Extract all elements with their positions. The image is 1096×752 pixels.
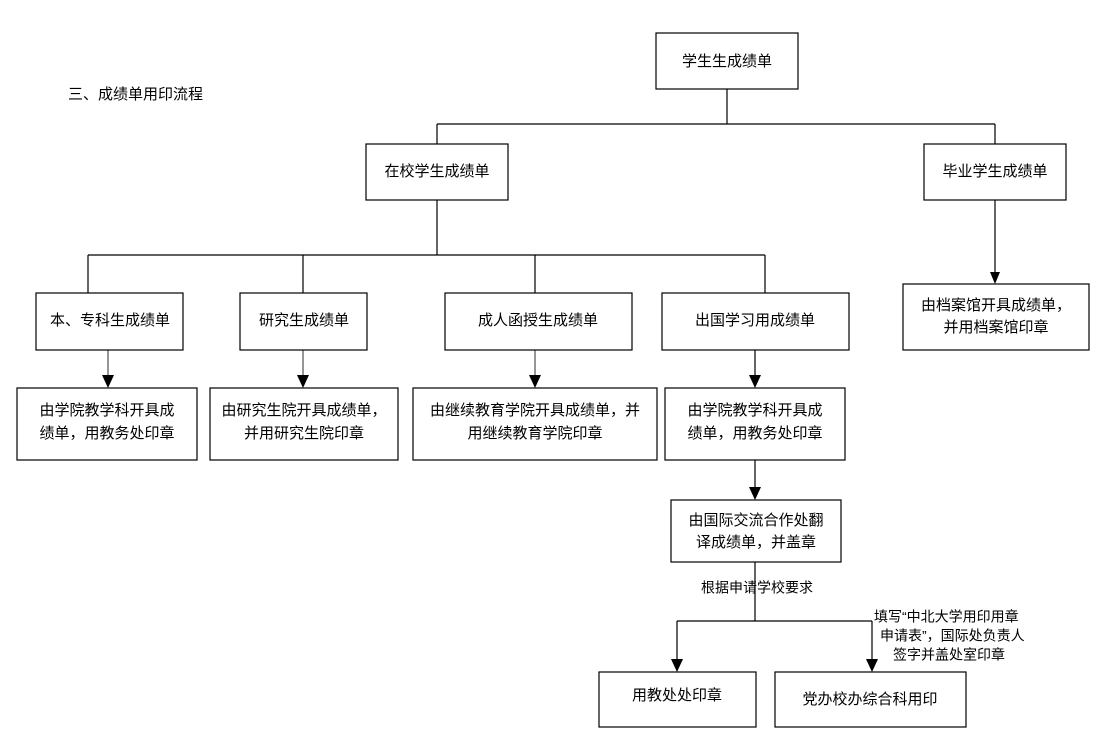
arrowhead-bus-to-jwc-seal: [671, 659, 683, 672]
node-archive-issue-transcript-line-0: 由档案馆开具成绩单，: [921, 296, 1071, 314]
arrowhead-bus-to-dangban: [866, 659, 878, 672]
node-student-transcript[interactable]: 学生生成绩单: [655, 32, 799, 90]
node-undergrad-transcript-box[interactable]: [35, 292, 184, 351]
node-archive-issue-transcript-line-1: 并用档案馆印章: [943, 318, 1048, 336]
node-overseas-study-transcript-label: 出国学习用成绩单: [695, 312, 815, 329]
node-adult-correspondence-transcript-box[interactable]: [444, 292, 633, 351]
arrowhead-cheng-to-act: [529, 375, 541, 388]
node-grad-school-issue-seal-box[interactable]: [209, 387, 399, 461]
node-continuing-edu-issue-seal-box[interactable]: [412, 387, 658, 461]
node-graduated-student-transcript[interactable]: 毕业学生成绩单: [923, 143, 1067, 201]
node-party-office-seal[interactable]: 党办校办综合科用印: [774, 671, 967, 728]
node-party-office-seal-box[interactable]: [774, 671, 967, 728]
node-undergrad-transcript[interactable]: 本、专科生成绩单: [35, 292, 184, 351]
arrowhead-ben-to-act: [102, 375, 114, 388]
node-academic-affairs-seal-label: 用教处处印章: [632, 686, 722, 704]
node-adult-correspondence-transcript-label: 成人函授生成绩单: [478, 312, 598, 329]
node-student-transcript-box[interactable]: [655, 32, 799, 90]
node-continuing-edu-issue-seal-line-0: 由继续教育学院开具成绩单，并: [430, 401, 640, 419]
arrowhead-act-to-intl: [749, 487, 761, 500]
node-overseas-study-transcript-box[interactable]: [661, 292, 850, 351]
node-graduated-student-transcript-box[interactable]: [923, 143, 1067, 201]
node-grad-school-issue-seal[interactable]: 由研究生院开具成绩单， 并用研究生院印章: [209, 387, 399, 461]
edge-label-apply-form-line-0: 填写“中北大学用印用章: [874, 609, 1019, 625]
node-college-issue-seal-undergrad-line-0: 由学院教学科开具成: [39, 401, 174, 419]
node-college-issue-seal-overseas-line-0: 由学院教学科开具成: [687, 401, 822, 419]
node-enrolled-student-transcript[interactable]: 在校学生成绩单: [365, 143, 509, 201]
node-postgrad-transcript-label: 研究生成绩单: [259, 312, 349, 329]
node-college-issue-seal-overseas-box[interactable]: [664, 387, 846, 461]
node-grad-school-issue-seal-line-1: 并用研究生院印章: [244, 424, 364, 442]
node-college-issue-seal-undergrad-box[interactable]: [16, 387, 198, 461]
node-enrolled-student-transcript-label: 在校学生成绩单: [384, 163, 489, 180]
arrowhead-yan-to-act: [297, 375, 309, 388]
node-overseas-study-transcript[interactable]: 出国学习用成绩单: [661, 292, 850, 351]
section-title: 三、成绩单用印流程: [68, 86, 203, 103]
node-college-issue-seal-overseas[interactable]: 由学院教学科开具成 绩单，用教务处印章: [664, 387, 846, 461]
node-college-issue-seal-overseas-line-1: 绩单，用教务处印章: [687, 424, 822, 442]
node-postgrad-transcript[interactable]: 研究生成绩单: [239, 292, 368, 351]
node-academic-affairs-seal-box[interactable]: [598, 671, 757, 728]
node-academic-affairs-seal[interactable]: 用教处处印章: [598, 671, 757, 728]
node-archive-issue-transcript-box[interactable]: [902, 283, 1090, 351]
edge-label-school-requirement-line-0: 根据申请学校要求: [701, 580, 813, 596]
edge-label-apply-form-line-2: 签字并盖处室印章: [893, 647, 1005, 663]
edge-label-school-requirement: 根据申请学校要求: [701, 580, 813, 596]
node-continuing-edu-issue-seal-line-1: 用继续教育学院印章: [467, 424, 602, 442]
node-intl-office-translate-seal-line-0: 由国际交流合作处翻: [688, 511, 823, 529]
edge-label-apply-form-line-1: 申请表”，国际处负责人: [880, 628, 1025, 644]
node-college-issue-seal-undergrad-line-1: 绩单，用教务处印章: [39, 424, 174, 442]
edge-label-apply-form: 填写“中北大学用印用章 申请表”，国际处负责人 签字并盖处室印章: [874, 609, 1025, 663]
node-adult-correspondence-transcript[interactable]: 成人函授生成绩单: [444, 292, 633, 351]
node-undergrad-transcript-label: 本、专科生成绩单: [50, 312, 170, 329]
node-party-office-seal-label: 党办校办综合科用印: [802, 691, 937, 708]
arrowhead-chuguo-to-act: [749, 375, 761, 388]
node-intl-office-translate-seal-box[interactable]: [670, 499, 842, 563]
node-intl-office-translate-seal[interactable]: 由国际交流合作处翻 译成绩单，并盖章: [670, 499, 842, 563]
node-intl-office-translate-seal-line-1: 译成绩单，并盖章: [696, 533, 816, 551]
node-enrolled-student-transcript-box[interactable]: [365, 143, 509, 201]
arrowhead-graduate-to-archive: [990, 272, 1000, 284]
node-postgrad-transcript-box[interactable]: [239, 292, 368, 351]
node-grad-school-issue-seal-line-0: 由研究生院开具成绩单，: [221, 401, 386, 419]
node-college-issue-seal-undergrad[interactable]: 由学院教学科开具成 绩单，用教务处印章: [16, 387, 198, 461]
node-continuing-edu-issue-seal[interactable]: 由继续教育学院开具成绩单，并 用继续教育学院印章: [412, 387, 658, 461]
node-archive-issue-transcript[interactable]: 由档案馆开具成绩单， 并用档案馆印章: [902, 283, 1090, 351]
connector-layer: [87, 89, 1000, 672]
node-student-transcript-label: 学生生成绩单: [682, 53, 772, 70]
node-graduated-student-transcript-label: 毕业学生成绩单: [942, 163, 1047, 180]
